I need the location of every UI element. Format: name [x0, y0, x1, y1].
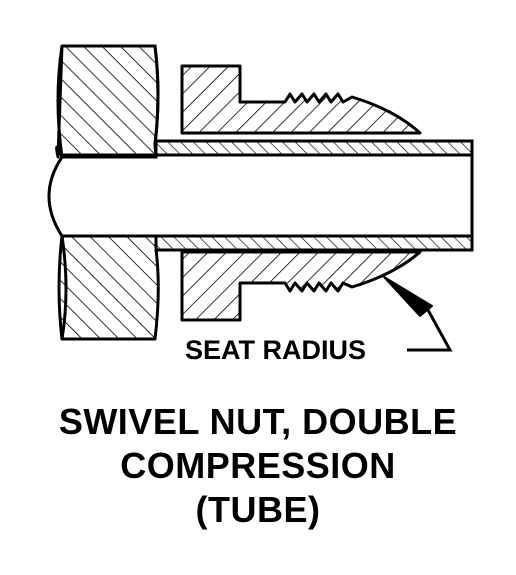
break-line [47, 45, 68, 340]
seat-radius-label: SEAT RADIUS [185, 335, 366, 365]
fitting-body-lower [57, 234, 160, 341]
fitting-body-upper [55, 44, 160, 159]
caption-line-3: (TUBE) [195, 489, 321, 530]
caption-line-1: SWIVEL NUT, DOUBLE [58, 401, 458, 442]
tube-upper-wall [154, 139, 474, 157]
seat-radius-leader [407, 309, 453, 352]
caption-line-2: COMPRESSION [120, 445, 396, 486]
seat-radius-arrowhead [383, 276, 433, 317]
swivel-nut-lower [180, 250, 422, 322]
tube-lower-wall [154, 234, 474, 252]
swivel-nut-upper [180, 64, 422, 135]
